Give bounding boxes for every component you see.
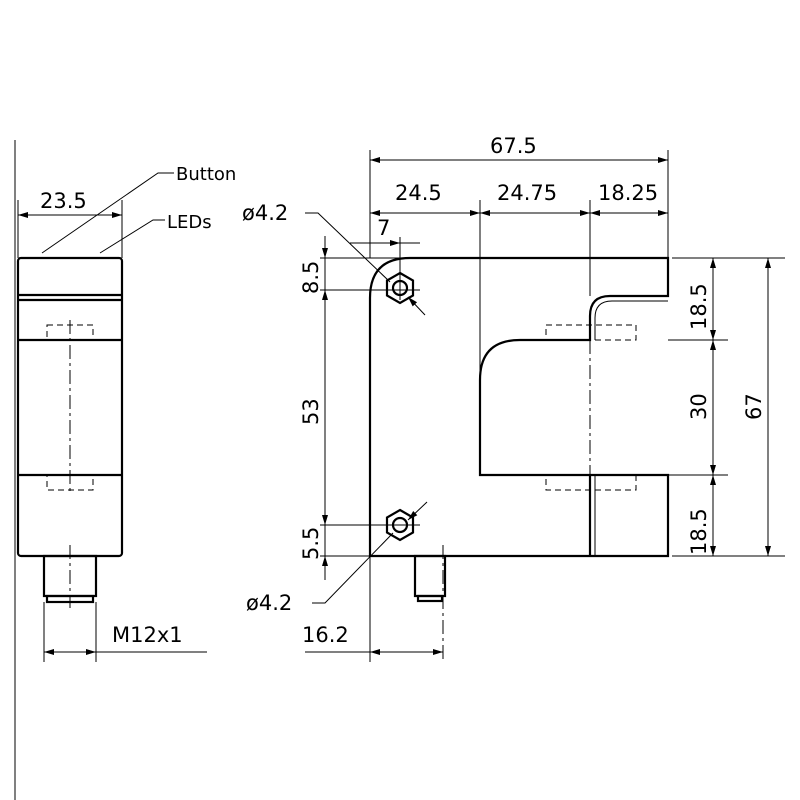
- segment-2-dimension: 24.75: [497, 181, 557, 205]
- bottom-hole-offset-dimension: 5.5: [299, 527, 323, 560]
- total-width-dimension: 67.5: [490, 134, 537, 158]
- side-width-dimension: 23.5: [40, 189, 87, 213]
- top-hole-diameter: ø4.2: [242, 201, 288, 225]
- lower-arm-dimension: 18.5: [687, 508, 711, 555]
- front-connector: [413, 545, 447, 662]
- top-hole-offset-dimension: 8.5: [299, 261, 323, 294]
- slot-width-dimension: 30: [687, 393, 711, 420]
- side-connector: [42, 545, 98, 608]
- side-view: 23.5 Button LEDs M12x1: [14, 140, 236, 800]
- button-label: Button: [176, 164, 236, 185]
- bottom-hole-diameter: ø4.2: [246, 591, 292, 615]
- hole-offset-x-dimension: 7: [377, 216, 390, 240]
- side-body: [16, 256, 124, 558]
- connector-offset-dimension: 16.2: [302, 623, 349, 647]
- thread-dimension: M12x1: [112, 623, 183, 647]
- leds-label: LEDs: [167, 212, 212, 233]
- total-height-dimension: 67: [742, 393, 766, 420]
- upper-arm-dimension: 18.5: [687, 283, 711, 330]
- front-body: [368, 200, 670, 558]
- segment-3-dimension: 18.25: [598, 181, 658, 205]
- front-view: 67.5 24.5 24.75 18.25 7 ø4.2 ø4.2 8.5 53…: [242, 134, 785, 662]
- segment-1-dimension: 24.5: [395, 181, 442, 205]
- hole-spacing-dimension: 53: [299, 398, 323, 425]
